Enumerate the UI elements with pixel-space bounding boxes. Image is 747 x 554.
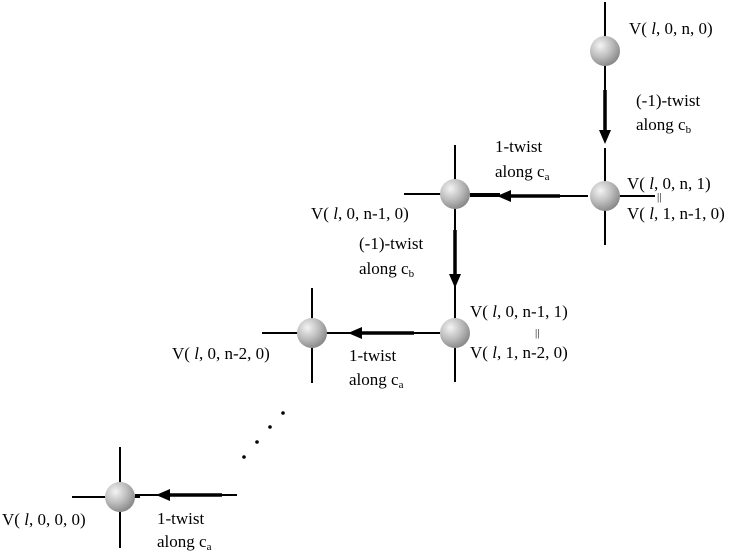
node-label-n6: V( l, 0, 0, 0)	[2, 510, 86, 529]
node-label-n4-bottom: V( l, 1, n-2, 0)	[470, 343, 568, 362]
svg-text:along ca: along ca	[157, 532, 212, 553]
ellipsis-dots	[242, 411, 285, 459]
svg-text:(-1)-twist: (-1)-twist	[359, 234, 423, 253]
node-label-n2-top: V( l, 0, n, 1)	[627, 174, 711, 193]
svg-text:1-twist: 1-twist	[349, 346, 397, 365]
svg-text:along ca: along ca	[349, 370, 404, 391]
edge-label-e3: (-1)-twist along cb	[359, 234, 423, 280]
svg-text:(-1)-twist: (-1)-twist	[636, 91, 700, 110]
node-label-n2-bottom: V( l, 1, n-1, 0)	[627, 204, 725, 223]
node-label-n4-top: V( l, 0, n-1, 1)	[470, 302, 568, 321]
node-label-n1: V( l, 0, n, 0)	[629, 19, 713, 38]
svg-text:along cb: along cb	[636, 115, 692, 136]
edge-e2-arrow	[470, 190, 588, 202]
node-ball-n5	[297, 318, 327, 348]
edge-e5-arrow	[135, 489, 237, 501]
node-label-n5: V( l, 0, n-2, 0)	[172, 344, 270, 363]
svg-text:1-twist: 1-twist	[495, 137, 543, 156]
node-label-n3: V( l, 0, n-1, 0)	[311, 204, 409, 223]
edge-e4-arrow	[327, 327, 440, 339]
edge-e1-arrow	[599, 90, 611, 144]
svg-text:along cb: along cb	[359, 259, 415, 280]
equality-mark-n4: ||	[535, 327, 539, 339]
svg-text:along ca: along ca	[495, 162, 550, 183]
node-ball-n6	[105, 482, 135, 512]
svg-text:1-twist: 1-twist	[157, 509, 205, 528]
node-ball-n3	[440, 179, 470, 209]
node-ball-n4	[440, 318, 470, 348]
edge-label-e4: 1-twist along ca	[349, 346, 404, 391]
edge-label-e2: 1-twist along ca	[495, 137, 550, 183]
node-ball-n2	[590, 181, 620, 211]
node-ball-n1	[590, 36, 620, 66]
equality-mark-n2: ||	[657, 191, 661, 203]
edge-label-e5: 1-twist along ca	[157, 509, 212, 553]
edge-label-e1: (-1)-twist along cb	[636, 91, 700, 136]
edge-e3-arrow	[449, 230, 461, 288]
